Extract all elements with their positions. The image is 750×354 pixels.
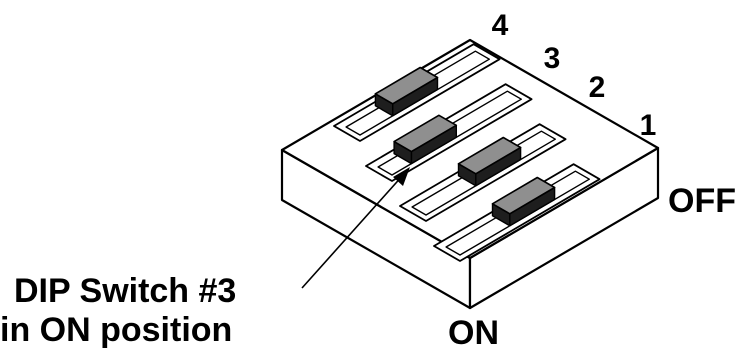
switch-slots bbox=[333, 43, 601, 262]
switch-number-2: 2 bbox=[589, 71, 606, 104]
switch-number-3: 3 bbox=[544, 42, 561, 75]
callout-leader bbox=[301, 167, 410, 289]
switch-3-knob bbox=[393, 114, 458, 153]
callout-line-1: DIP Switch #3 bbox=[14, 272, 236, 310]
leader-line bbox=[301, 173, 405, 289]
switch-number-4: 4 bbox=[492, 9, 509, 42]
switch-2-knob bbox=[457, 136, 522, 175]
on-label: ON bbox=[448, 314, 499, 352]
switch-3-track bbox=[377, 90, 522, 176]
switch-1 bbox=[433, 163, 601, 262]
switch-4-knob bbox=[374, 66, 439, 105]
leader-arrowhead bbox=[393, 167, 410, 186]
switch-number-1: 1 bbox=[640, 109, 657, 142]
switch-3 bbox=[365, 83, 533, 182]
switch-4 bbox=[333, 43, 501, 142]
off-label: OFF bbox=[668, 182, 736, 220]
switch-2 bbox=[399, 123, 567, 222]
callout-line-2: in ON position bbox=[0, 311, 232, 349]
switch-1-knob bbox=[491, 176, 556, 215]
